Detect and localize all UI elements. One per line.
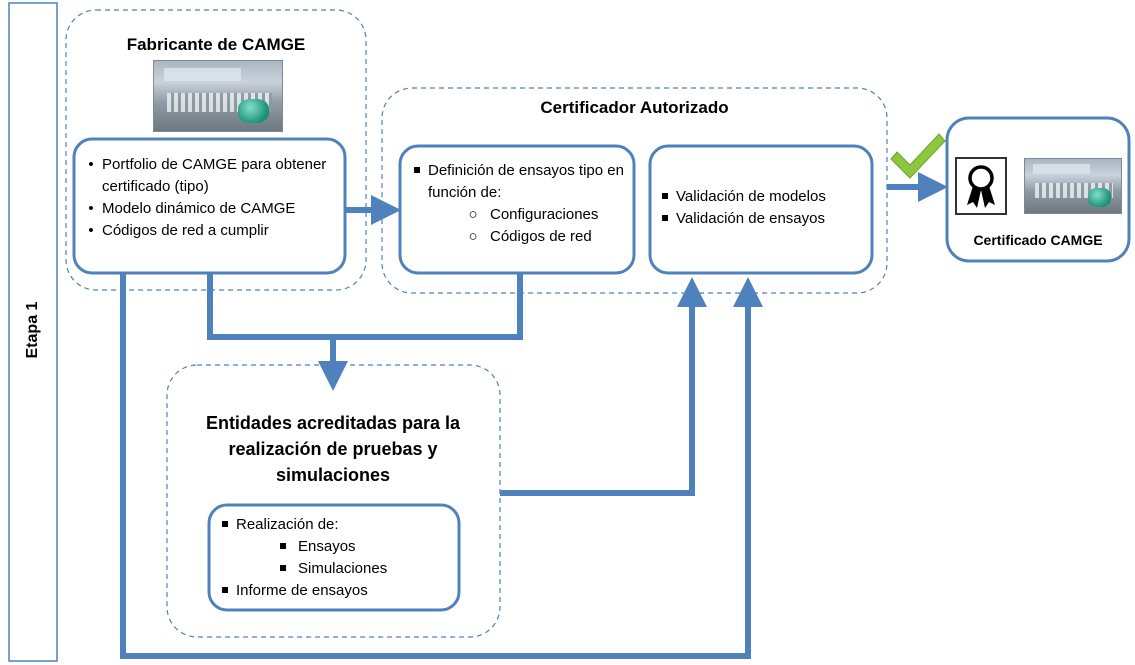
certificate-label: Certificado CAMGE: [973, 232, 1103, 248]
list-item: Informe de ensayos: [214, 580, 454, 602]
plant-photo-icon: [1024, 158, 1122, 214]
merge-line: [207, 273, 523, 340]
list-item: •Códigos de red a cumplir: [88, 222, 269, 239]
checkmark-icon: [890, 133, 946, 179]
list-item: Realización de:: [214, 514, 454, 536]
plant-photo-icon: [153, 60, 283, 132]
list-item: •Modelo dinámico de CAMGE: [88, 200, 296, 217]
entities-inner-box: [207, 503, 461, 612]
validation-list: Validación de modelos Validación de ensa…: [654, 186, 868, 230]
list-item: ○Configuraciones: [468, 206, 599, 223]
list-item: Simulaciones: [214, 558, 454, 580]
list-item: Validación de ensayos: [654, 208, 868, 230]
manufacturer-list: •Portfolio de CAMGE para obtener certifi…: [80, 154, 342, 242]
list-item: Validación de modelos: [654, 186, 868, 208]
entities-title: Entidades acreditadas para la realizació…: [205, 413, 461, 485]
arrow-entities-to-validation: [500, 277, 707, 496]
definition-list: Definición de ensayos tipo en función de…: [406, 160, 628, 248]
stage-bar: [8, 2, 58, 662]
stage-label: Etapa 1: [24, 301, 41, 359]
list-item: Definición de ensayos tipo en función de…: [406, 160, 628, 204]
arrow-loop-to-validation: [120, 273, 763, 659]
award-ribbon-icon: [955, 157, 1007, 215]
manufacturer-group: [65, 9, 367, 291]
entities-list: Realización de: Ensayos Simulaciones Inf…: [214, 514, 454, 602]
list-item: ○Códigos de red: [468, 228, 592, 245]
list-item: Ensayos: [214, 536, 454, 558]
validation-box: [648, 144, 874, 275]
certifier-title: Certificador Autorizado: [540, 98, 729, 117]
list-item: •Portfolio de CAMGE para obtener certifi…: [88, 156, 327, 195]
manufacturer-title: Fabricante de CAMGE: [126, 35, 306, 54]
